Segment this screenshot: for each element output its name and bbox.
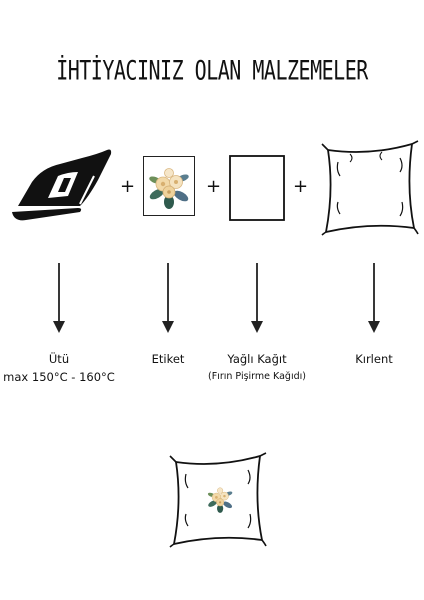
page-title: İHTİYACINIZ OLAN MALZEMELER <box>56 54 368 87</box>
plus-sign-2: + <box>206 176 222 197</box>
label-iron: Ütü <box>48 352 70 366</box>
note-baking-paper: (Fırın Pişirme Kağıdı) <box>208 371 306 382</box>
arrow-down-3 <box>251 263 263 333</box>
arrow-down-2 <box>162 263 174 333</box>
label-pillow: Kırlent <box>355 352 393 366</box>
plus-sign-3: + <box>293 176 309 197</box>
pillow-icon <box>321 140 419 236</box>
baking-paper-icon <box>229 155 285 221</box>
pillow-with-label-icon <box>169 452 267 548</box>
iron-icon <box>12 149 112 221</box>
label-baking-paper: Yağlı Kağıt <box>227 352 287 366</box>
label-etiket: Etiket <box>151 352 185 366</box>
arrow-down-1 <box>53 263 65 333</box>
arrow-down-4 <box>368 263 380 333</box>
floral-label-icon <box>143 156 195 216</box>
plus-sign-1: + <box>120 176 136 197</box>
note-iron: max 150°C - 160°C <box>3 370 115 384</box>
